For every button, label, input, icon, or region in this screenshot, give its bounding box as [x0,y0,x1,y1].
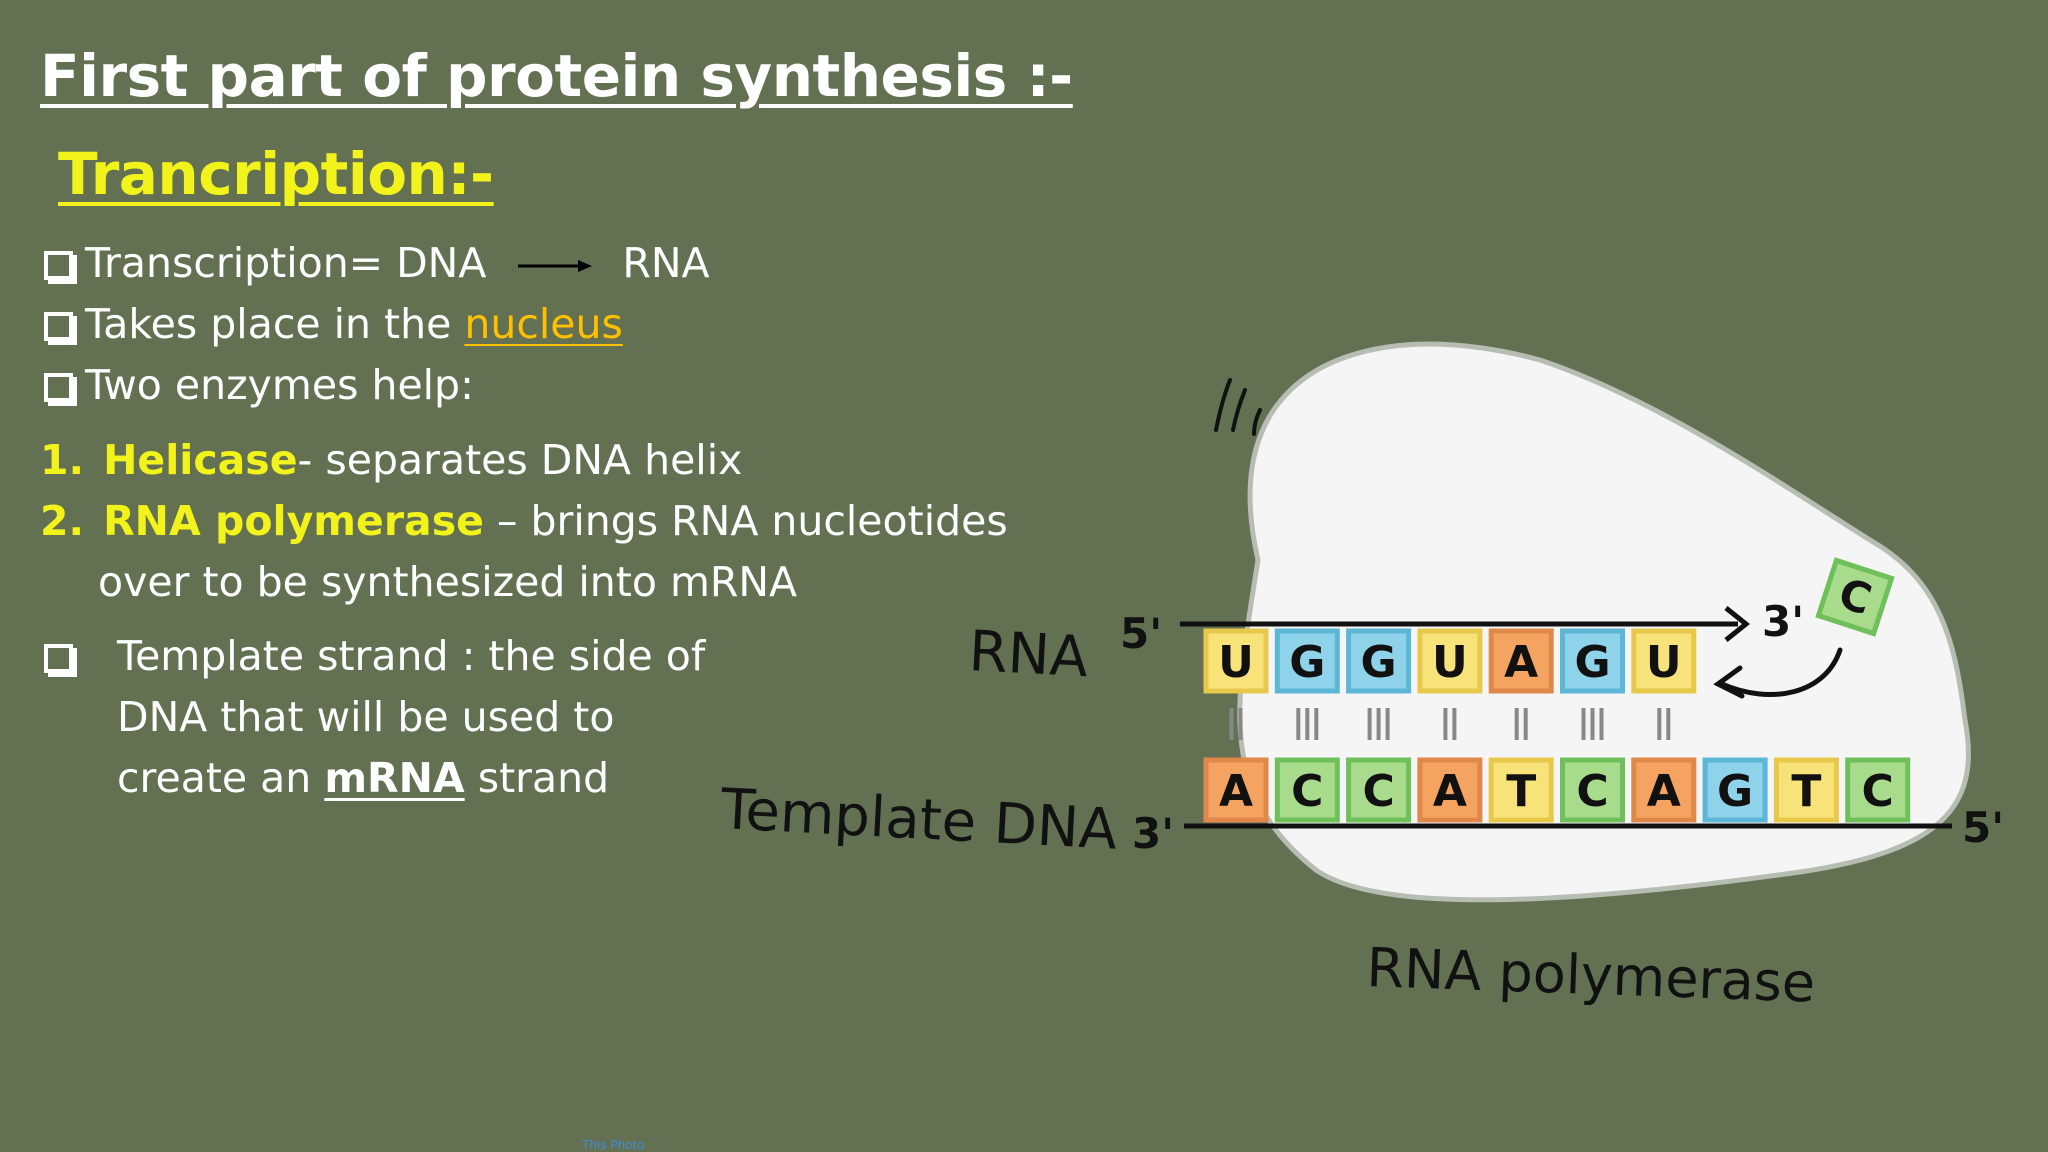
dna-base-4: T [1488,757,1554,823]
dna-base-8: T [1773,757,1839,823]
enzyme-name: RNA polymerase [103,497,484,545]
rna-base-5-letter: G [1574,637,1610,688]
right-arrow-icon [518,260,593,272]
hydrogen-bond-5 [1581,708,1604,740]
dna-base-4-letter: T [1506,766,1536,817]
rna-5-prime-label: 5' [1120,609,1162,658]
dna-5-prime-label: 5' [1962,803,2004,852]
dna-base-9-letter: C [1862,766,1894,817]
rna-base-6: U [1631,628,1697,694]
enzyme-item-helicase: 1.Helicase- separates DNA helix [40,440,742,481]
dna-base-2: C [1346,757,1412,823]
dna-base-6: A [1631,757,1697,823]
rna-base-1-letter: G [1289,637,1325,688]
enzyme-item-rna-polymerase: 2.RNA polymerase – brings RNA nucleotide… [40,501,1008,542]
mrna-term: mRNA [324,754,465,802]
bullet-text: Transcription= DNA [85,239,487,287]
enzyme-name: Helicase [103,436,298,484]
bullet-enzymes: Two enzymes help: [44,365,474,406]
enzyme-number: 2. [40,497,85,545]
dna-base-8-letter: T [1791,766,1821,817]
checkbox-bullet-icon [44,251,73,280]
motion-lines-icon [1214,378,1262,436]
rna-base-0: U [1203,628,1269,694]
rna-base-5: G [1560,628,1625,694]
rna-strand-arrow [1180,606,1751,642]
dna-base-5-letter: C [1576,766,1608,817]
slide-title: First part of protein synthesis :- [40,42,1073,110]
hydrogen-bond-4 [1514,708,1528,740]
checkbox-bullet-icon [44,373,73,402]
photo-credit[interactable]: This Photo [582,1138,645,1152]
rna-base-6-letter: U [1646,637,1682,688]
dna-base-1: C [1274,757,1340,823]
bullet-location: Takes place in the nucleus [44,304,623,345]
curved-arrow-icon [1713,647,1843,699]
enzyme-desc: - separates DNA helix [297,436,743,484]
hydrogen-bond-6 [1657,708,1671,740]
rna-3-prime-label: 3' [1762,597,1804,646]
template-text-line-1: Template strand : the side of [117,632,706,680]
rna-base-3-letter: U [1432,637,1468,688]
dna-base-0-letter: A [1219,766,1253,817]
slide-subtitle: Trancription:- [58,140,494,208]
enzyme-desc-continued: over to be synthesized into mRNA [98,558,798,606]
bonds-group [1229,708,1671,740]
rna-base-1: G [1274,628,1340,694]
rna-base-2: G [1346,628,1412,694]
dna-3-prime-label: 3' [1132,809,1174,858]
incoming-nucleotide: C [1815,557,1895,637]
dna-base-2-letter: C [1362,766,1394,817]
bullet-text: Takes place in the [85,300,465,348]
bullet-text-rna: RNA [622,239,710,287]
template-text-line-2: DNA that will be used to [117,693,615,741]
enzyme-desc: – brings RNA nucleotides [483,497,1008,545]
rna-base-2-letter: G [1361,637,1397,688]
hydrogen-bond-1 [1296,708,1319,740]
dna-base-7: G [1702,757,1768,823]
checkbox-bullet-icon [44,312,73,341]
bullet-text: Two enzymes help: [85,361,474,409]
rna-base-3: U [1417,628,1483,694]
template-dna-label: Template DNA [718,777,1119,863]
hydrogen-bond-0 [1229,708,1243,740]
dna-base-9: C [1845,757,1911,823]
hydrogen-bond-2 [1367,708,1390,740]
dna-base-7-letter: G [1717,766,1753,817]
rna-base-0-letter: U [1218,637,1254,688]
bullet-template-strand [44,636,85,677]
dna-base-0: A [1203,757,1269,823]
checkbox-bullet-icon [44,644,73,673]
rna-base-4: A [1488,628,1554,694]
rna-base-4-letter: A [1504,637,1538,688]
dna-base-3-letter: A [1433,766,1467,817]
template-text-line-3: create an mRNA strand [117,754,610,802]
dna-base-6-letter: A [1647,766,1681,817]
hydrogen-bond-3 [1443,708,1457,740]
dna-base-1-letter: C [1291,766,1323,817]
dna-base-3: A [1417,757,1483,823]
rna-label: RNA [967,619,1089,690]
dna-base-5: C [1560,757,1625,823]
nucleus-link[interactable]: nucleus [464,300,623,348]
rna-polymerase-label: RNA polymerase [1366,936,1817,1015]
enzyme-number: 1. [40,436,85,484]
